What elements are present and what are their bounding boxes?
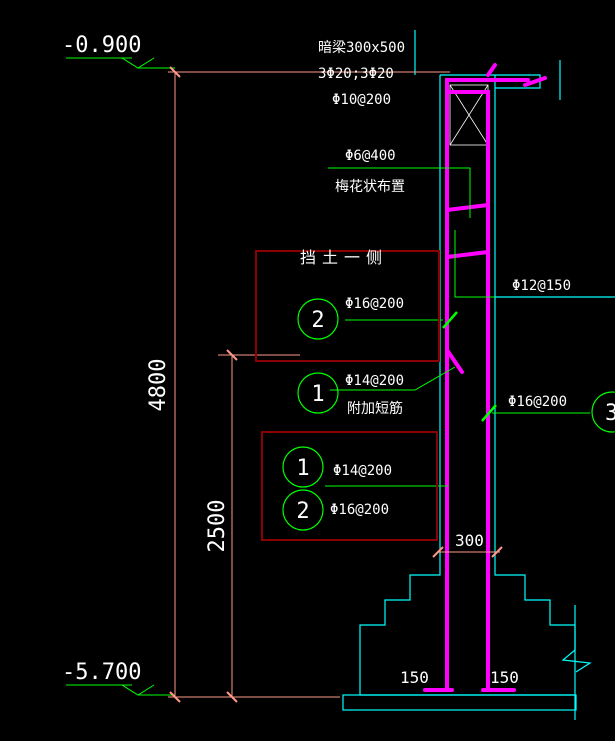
- soil-side-label: 挡土一侧: [300, 248, 388, 267]
- rebar-additional-label: Φ14@200: [345, 373, 404, 389]
- circle-3-label: 3: [605, 401, 615, 426]
- box-rebar-2-label: Φ16@200: [330, 502, 389, 518]
- beam-rebar-label: 3Φ20;3Φ20: [318, 66, 394, 82]
- highlight-box-lower: [261, 431, 438, 541]
- dim-total-height-label: 4800: [146, 359, 171, 412]
- elevation-marks: [121, 57, 175, 696]
- rebar: [423, 63, 547, 692]
- circle-1-upper-label: 1: [311, 382, 324, 407]
- beam-label: 暗梁300x500: [318, 40, 405, 56]
- dim-left-toe-label: 150: [400, 668, 429, 687]
- rebar-inner-horizontal-label: Φ12@150: [512, 278, 571, 294]
- dim-right-toe-label: 150: [490, 668, 519, 687]
- tie-bar-label: Φ6@400: [345, 148, 396, 164]
- dimensions: [168, 71, 500, 698]
- rebar-outer-vertical-label: Φ16@200: [345, 296, 404, 312]
- leaders: [66, 57, 590, 686]
- box-rebar-1-label: Φ14@200: [333, 463, 392, 479]
- highlight-box-upper: [255, 250, 440, 362]
- callout-circles: [282, 298, 615, 531]
- dim-lower-height-label: 2500: [205, 500, 230, 553]
- tie-layout-label: 梅花状布置: [335, 179, 405, 195]
- circle-2-upper-label: 2: [311, 308, 324, 333]
- rebar-additional-note: 附加短筋: [347, 400, 403, 417]
- elevation-top-label: -0.900: [62, 33, 141, 58]
- dimension-ticks: [169, 66, 503, 703]
- rebar-inner-vertical-label: Φ16@200: [508, 394, 567, 410]
- beam-stirrup-label: Φ10@200: [332, 92, 391, 108]
- circle-1-lower-label: 1: [296, 456, 309, 481]
- highlight-boxes: [255, 250, 440, 541]
- elevation-bottom-label: -5.700: [62, 660, 141, 685]
- short-rebar-ticks: [442, 311, 497, 422]
- dim-wall-thickness-label: 300: [455, 531, 484, 550]
- circle-2-lower-label: 2: [296, 499, 309, 524]
